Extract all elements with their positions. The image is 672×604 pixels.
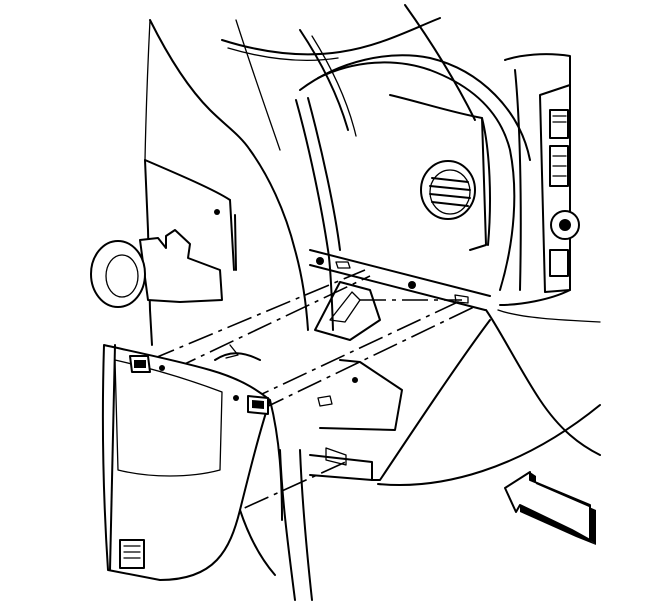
left-pillar: [139, 159, 237, 346]
round-plug-icon: [90, 240, 146, 308]
clip-icon: [119, 539, 145, 569]
trim-panel: [101, 344, 283, 581]
dashboard-cluster: [499, 53, 580, 306]
door-pillar-curves: [279, 54, 531, 601]
instrument-panel-end: [389, 94, 491, 251]
alignment-lines: [129, 269, 477, 561]
lower-body: [371, 309, 601, 486]
upper-body-outline: [144, 4, 476, 331]
view-direction-arrow-icon: [504, 471, 596, 545]
support-bracket: [214, 281, 403, 481]
mounting-rail: [309, 249, 491, 311]
